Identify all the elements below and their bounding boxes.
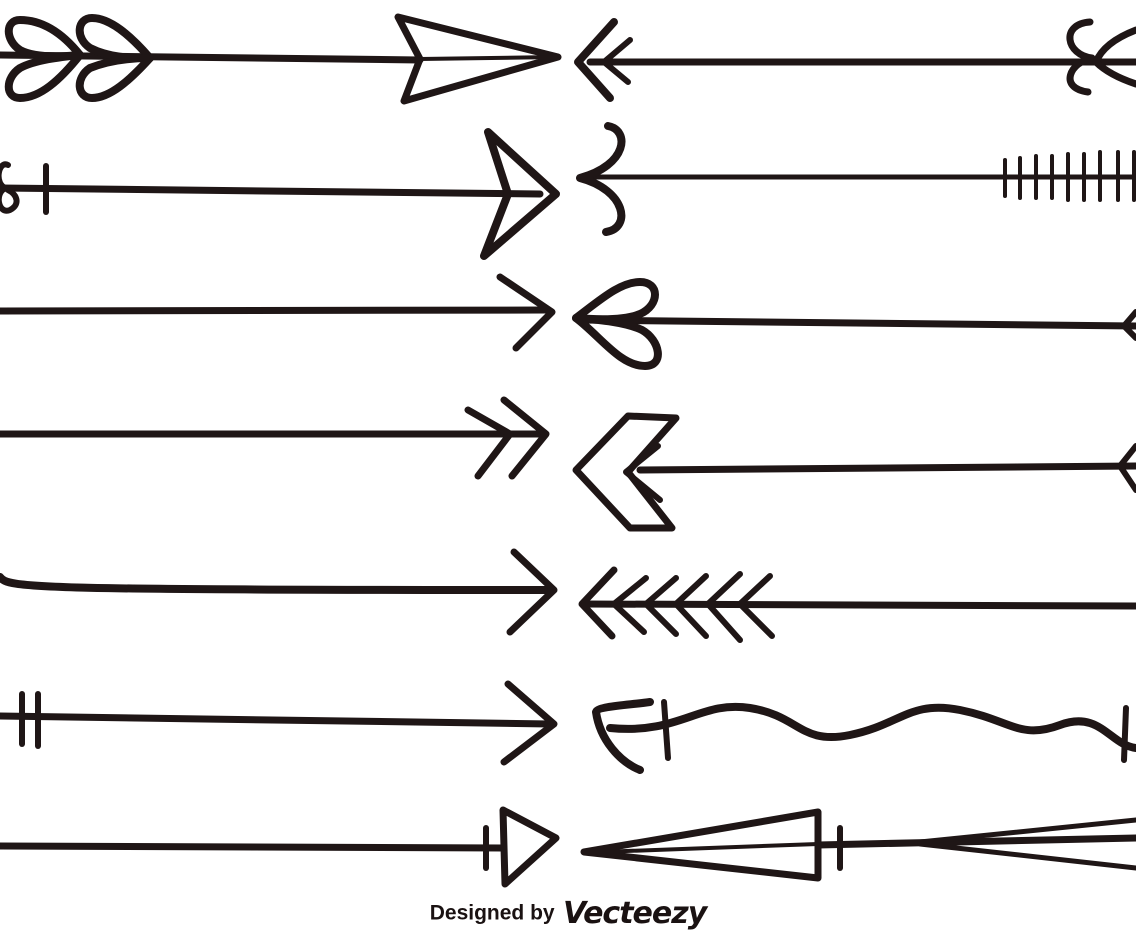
brand-logo-text: Vecteezy: [563, 896, 707, 931]
credit-prefix: Designed by: [429, 901, 555, 925]
credit-line: Designed by Vecteezy: [0, 896, 1136, 931]
arrow-left-chevron-outline: [572, 412, 1136, 532]
arrow-left-serrated: [576, 122, 1136, 236]
arrow-left-heart-head: [572, 278, 1136, 370]
arrow-tapered: [0, 548, 558, 636]
arrow-triangle-head: [0, 806, 560, 888]
arrow-curl-tail: [0, 128, 560, 260]
arrow-heart-fletching: [0, 13, 562, 105]
arrow-left-spear: [580, 808, 1136, 882]
arrow-double-bar: [0, 680, 558, 766]
arrow-double-chevron: [0, 396, 550, 480]
arrow-left-wavy: [592, 698, 1136, 774]
arrow-left-feather: [578, 566, 1136, 643]
arrow-simple-1: [0, 273, 556, 352]
arrow-left-curl-fletching: [574, 18, 1136, 102]
